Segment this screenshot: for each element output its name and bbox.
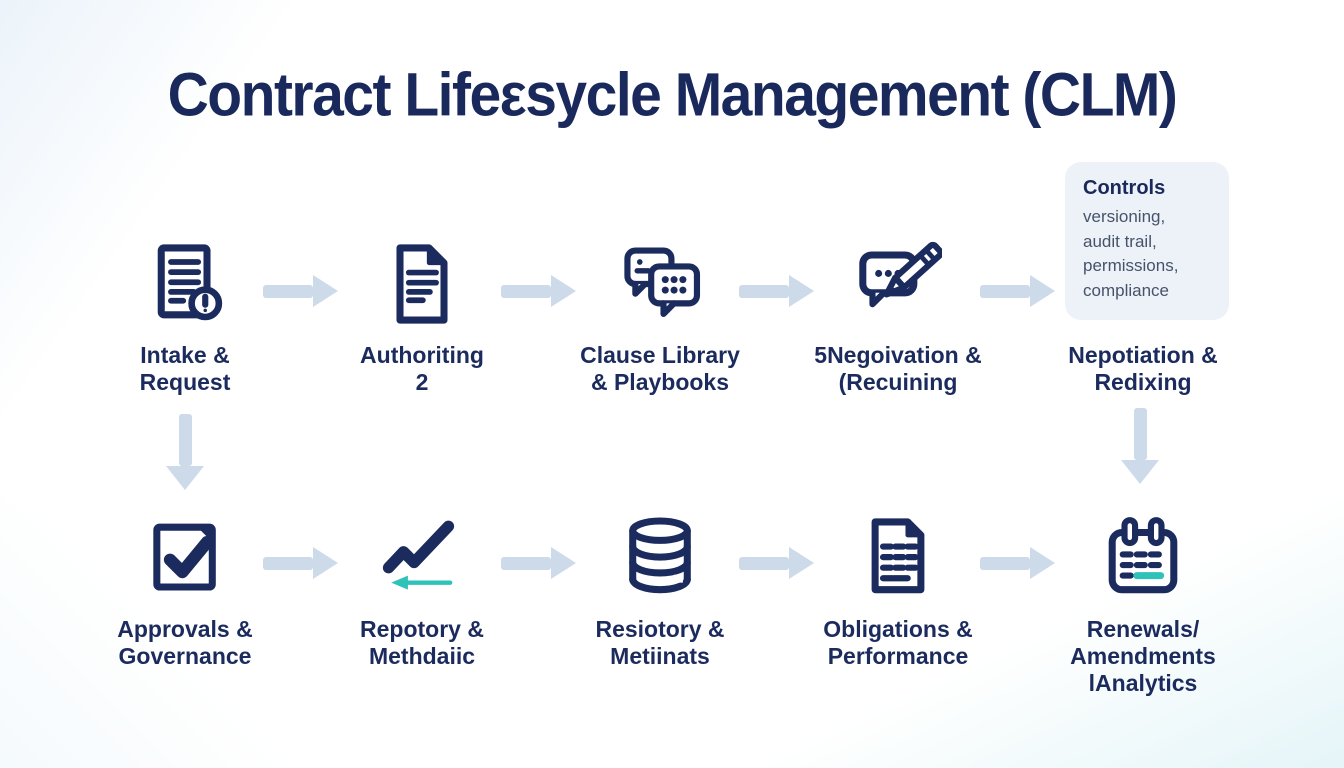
arrow-right-icon [980,547,1055,579]
database-icon [540,510,780,606]
arrow-shaft [263,556,313,570]
arrow-right-icon [501,547,576,579]
arrow-head [166,466,204,490]
controls-panel-items: versioning, audit trail, permissions, co… [1083,207,1179,300]
stage-label: Clause Library & Playbooks [580,342,740,395]
arrow-shaft [980,556,1030,570]
arrow-head [313,275,338,307]
arrow-head [551,275,576,307]
stage-negotiation: 5Negoivation & (Recuining [778,236,1018,396]
arrow-shaft [739,284,789,298]
stage-approvals-governance: Approvals & Governance [65,510,305,670]
arrow-head [1121,460,1159,484]
arrow-shaft [178,414,192,466]
arrow-head [1030,275,1055,307]
stage-label: Repotory & Methdaiic [360,616,484,669]
document-icon [302,236,542,332]
arrow-right-icon [501,275,576,307]
controls-panel: Controls versioning, audit trail, permis… [1065,162,1229,320]
speech-bubble-pencil-icon [778,236,1018,332]
calendar-icon [1023,510,1263,606]
stage-label: Approvals & Governance [117,616,253,669]
stage-label: Authoriting 2 [360,342,484,395]
stage-repository-metrics: Repotory & Methdaiic [302,510,542,670]
arrow-shaft [501,556,551,570]
stage-clause-library: Clause Library & Playbooks [540,236,780,396]
stage-authoring: Authoriting 2 [302,236,542,396]
arrow-shaft [263,284,313,298]
table-document-icon [778,510,1018,606]
stage-renewals-amendments: Renewals/ Amendments lAnalytics [1023,510,1263,697]
arrow-right-icon [980,275,1055,307]
stage-label: Renewals/ Amendments lAnalytics [1070,616,1216,696]
arrow-right-icon [739,275,814,307]
stage-label: Nepotiation & Redixing [1068,342,1218,395]
arrow-right-icon [263,547,338,579]
stage-label: 5Negoivation & (Recuining [814,342,982,395]
arrow-head [789,275,814,307]
page-title: Contract Lifeεsycle Management (CLM) [167,60,1178,130]
arrow-right-icon [263,275,338,307]
arrow-head [1030,547,1055,579]
arrow-shaft [501,284,551,298]
stage-negotiation-redlining: Nepotiation & Redixing [1023,342,1263,396]
stage-label: Intake & Request [139,342,231,395]
stage-repository-storage: Resiotory & Metiinats [540,510,780,670]
arrow-shaft [980,284,1030,298]
stage-intake-request: Intake & Request [65,236,305,396]
arrow-shaft [1133,408,1147,460]
arrow-down-icon [165,414,205,490]
trend-line-icon [302,510,542,606]
stage-label: Obligations & Performance [823,616,973,669]
arrow-head [551,547,576,579]
arrow-right-icon [739,547,814,579]
arrow-head [789,547,814,579]
controls-panel-heading: Controls [1083,177,1166,199]
arrow-head [313,547,338,579]
checkmark-document-icon [65,510,305,606]
arrow-down-icon [1120,408,1160,484]
document-info-icon [65,236,305,332]
chat-bubbles-icon [540,236,780,332]
arrow-shaft [739,556,789,570]
stage-label: Resiotory & Metiinats [595,616,725,669]
stage-obligations-performance: Obligations & Performance [778,510,1018,670]
